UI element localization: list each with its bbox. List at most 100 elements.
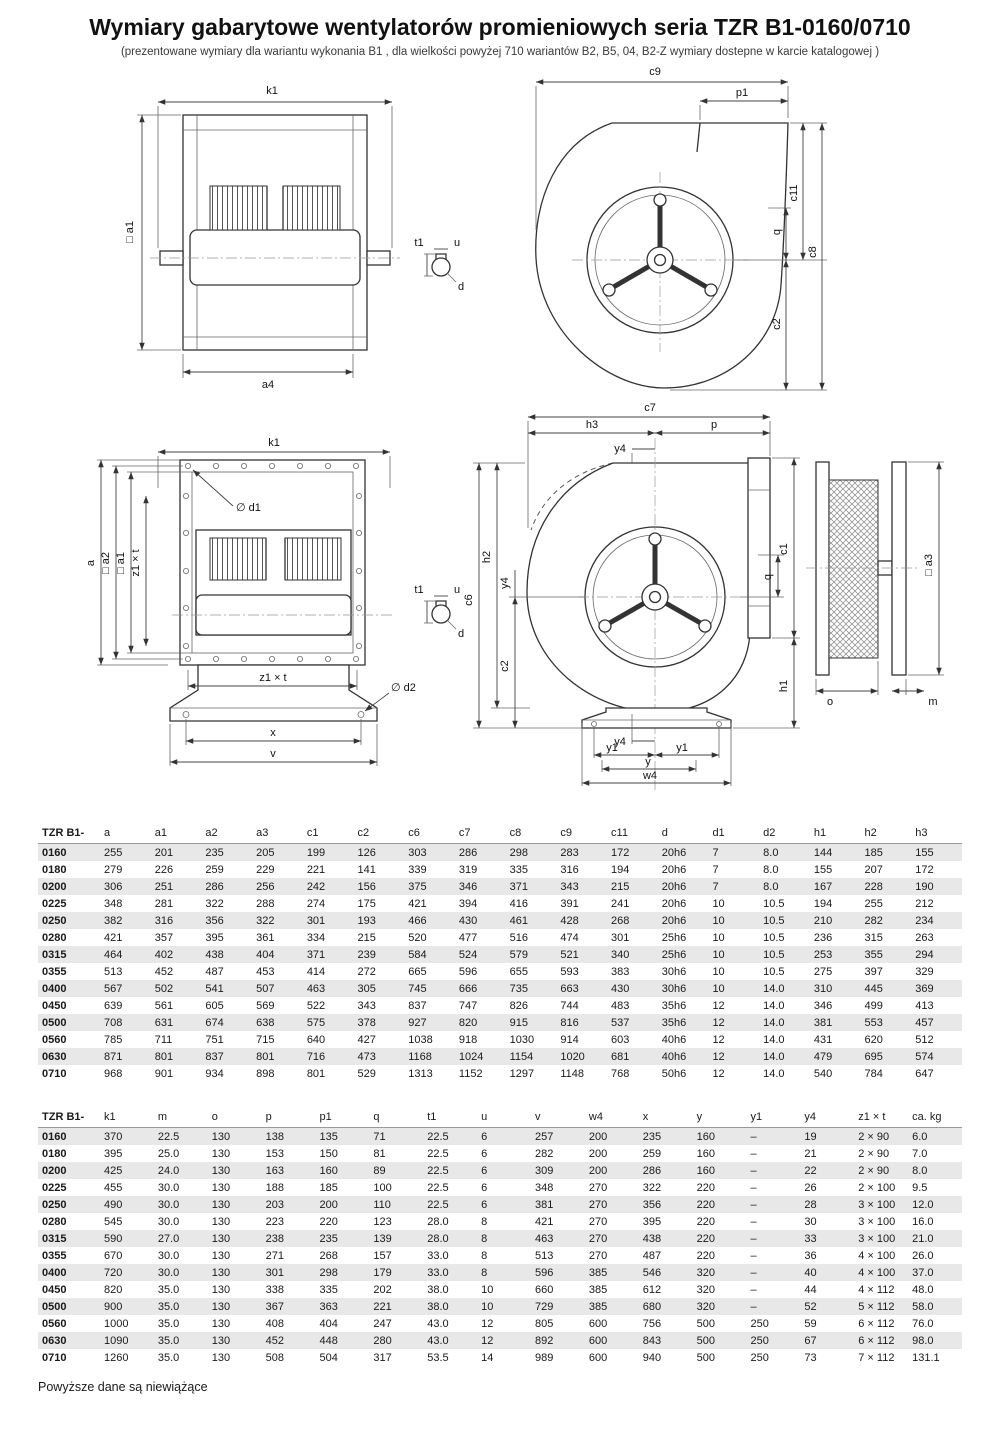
column-header: u [477, 1108, 531, 1128]
value-cell: 33.0 [427, 1266, 449, 1279]
value-cell: 1313 [408, 1067, 433, 1080]
value-cell: 6 [481, 1164, 488, 1177]
value-cell: – [750, 1181, 757, 1194]
value-cell: 545 [104, 1215, 123, 1228]
dim-label-y4: y4 [614, 736, 626, 748]
model-cell: 0500 [42, 1016, 67, 1029]
value-cell: 348 [535, 1181, 554, 1194]
value-cell: 10.5 [763, 965, 785, 978]
value-cell: 30 [804, 1215, 817, 1228]
value-cell: 8.0 [912, 1164, 928, 1177]
value-cell: 28.0 [427, 1232, 449, 1245]
value-cell: 524 [458, 948, 478, 961]
value-cell: 1260 [104, 1351, 129, 1364]
value-cell: 507 [256, 982, 275, 995]
value-cell: 24.0 [157, 1164, 180, 1177]
value-cell: 270 [588, 1198, 608, 1211]
model-cell: 0225 [42, 897, 67, 910]
dim-label-a3: □ a3 [923, 554, 935, 576]
value-cell: 631 [154, 1016, 174, 1029]
value-cell: 466 [408, 914, 427, 927]
value-cell: 747 [458, 999, 478, 1012]
model-cell: 0710 [42, 1067, 67, 1080]
value-cell: 200 [588, 1147, 608, 1160]
value-cell: 674 [205, 1016, 224, 1029]
value-cell: 579 [509, 948, 528, 961]
value-cell: 160 [696, 1130, 715, 1143]
value-cell: 329 [915, 965, 934, 978]
value-cell: 190 [915, 880, 934, 893]
dim-label-o: o [827, 696, 833, 708]
value-cell: 131.1 [912, 1351, 940, 1364]
value-cell: 226 [154, 863, 174, 876]
column-header: w4 [584, 1108, 639, 1128]
value-cell: 512 [915, 1033, 934, 1046]
value-cell: 395 [205, 931, 224, 944]
value-cell: 259 [642, 1147, 662, 1160]
value-cell: 155 [915, 846, 934, 859]
value-cell: 918 [458, 1033, 478, 1046]
value-cell: 8 [481, 1249, 488, 1262]
value-cell: 339 [408, 863, 427, 876]
value-cell: 6 × 112 [858, 1317, 895, 1330]
dim-m: m [892, 679, 938, 708]
dim-label-a4: a4 [262, 379, 274, 391]
value-cell: 35.0 [157, 1300, 180, 1313]
column-header: c9 [556, 824, 608, 844]
column-header: q [369, 1108, 424, 1128]
dim-label-y1: y1 [606, 742, 618, 754]
value-cell: 19 [804, 1130, 817, 1143]
dim-label-x: x [270, 727, 276, 739]
value-cell: 385 [588, 1266, 608, 1279]
value-cell: 253 [813, 948, 833, 961]
value-cell: 303 [408, 846, 427, 859]
value-cell: 603 [611, 1033, 630, 1046]
value-cell: 801 [154, 1050, 174, 1063]
volute-side-view-drawing: c9 p1 c11 q c8 [535, 66, 827, 391]
dim-label-c8: c8 [807, 246, 819, 258]
motor-side-view-drawing: □ a3 o m [806, 461, 944, 708]
dim-c7: c7 [527, 402, 771, 528]
value-cell: 58.0 [912, 1300, 934, 1313]
value-cell: 212 [915, 897, 934, 910]
value-cell: 172 [611, 846, 630, 859]
value-cell: 255 [104, 846, 123, 859]
value-cell: 274 [306, 897, 326, 910]
value-cell: 8 [481, 1266, 488, 1279]
value-cell: 52 [804, 1300, 817, 1313]
value-cell: 801 [256, 1050, 275, 1063]
model-cell: 0355 [42, 1249, 67, 1262]
dim-a3: □ a3 [923, 462, 942, 675]
value-cell: 473 [357, 1050, 376, 1063]
value-cell: 270 [588, 1249, 608, 1262]
value-cell: 404 [319, 1317, 338, 1330]
value-cell: 35.0 [157, 1351, 180, 1364]
value-cell: 620 [864, 1033, 883, 1046]
value-cell: 228 [864, 880, 883, 893]
value-cell: 343 [357, 999, 376, 1012]
value-cell: 144 [813, 846, 833, 859]
value-cell: 453 [256, 965, 275, 978]
value-cell: 123 [373, 1215, 392, 1228]
value-cell: 348 [104, 897, 123, 910]
value-cell: 553 [864, 1016, 883, 1029]
value-cell: 8.0 [763, 880, 779, 893]
value-cell: 30.0 [157, 1215, 180, 1228]
value-cell: 397 [864, 965, 883, 978]
value-cell: 837 [205, 1050, 224, 1063]
value-cell: 483 [611, 999, 630, 1012]
value-cell: 381 [535, 1198, 554, 1211]
dim-label-t1: t1 [414, 584, 423, 596]
value-cell: 6 [481, 1198, 488, 1211]
value-cell: 100 [373, 1181, 392, 1194]
value-cell: 12 [712, 1033, 725, 1046]
value-cell: 934 [205, 1067, 224, 1080]
value-cell: 194 [813, 897, 833, 910]
dim-a2: □ a2 [100, 466, 119, 659]
value-cell: 2 × 90 [858, 1130, 890, 1143]
